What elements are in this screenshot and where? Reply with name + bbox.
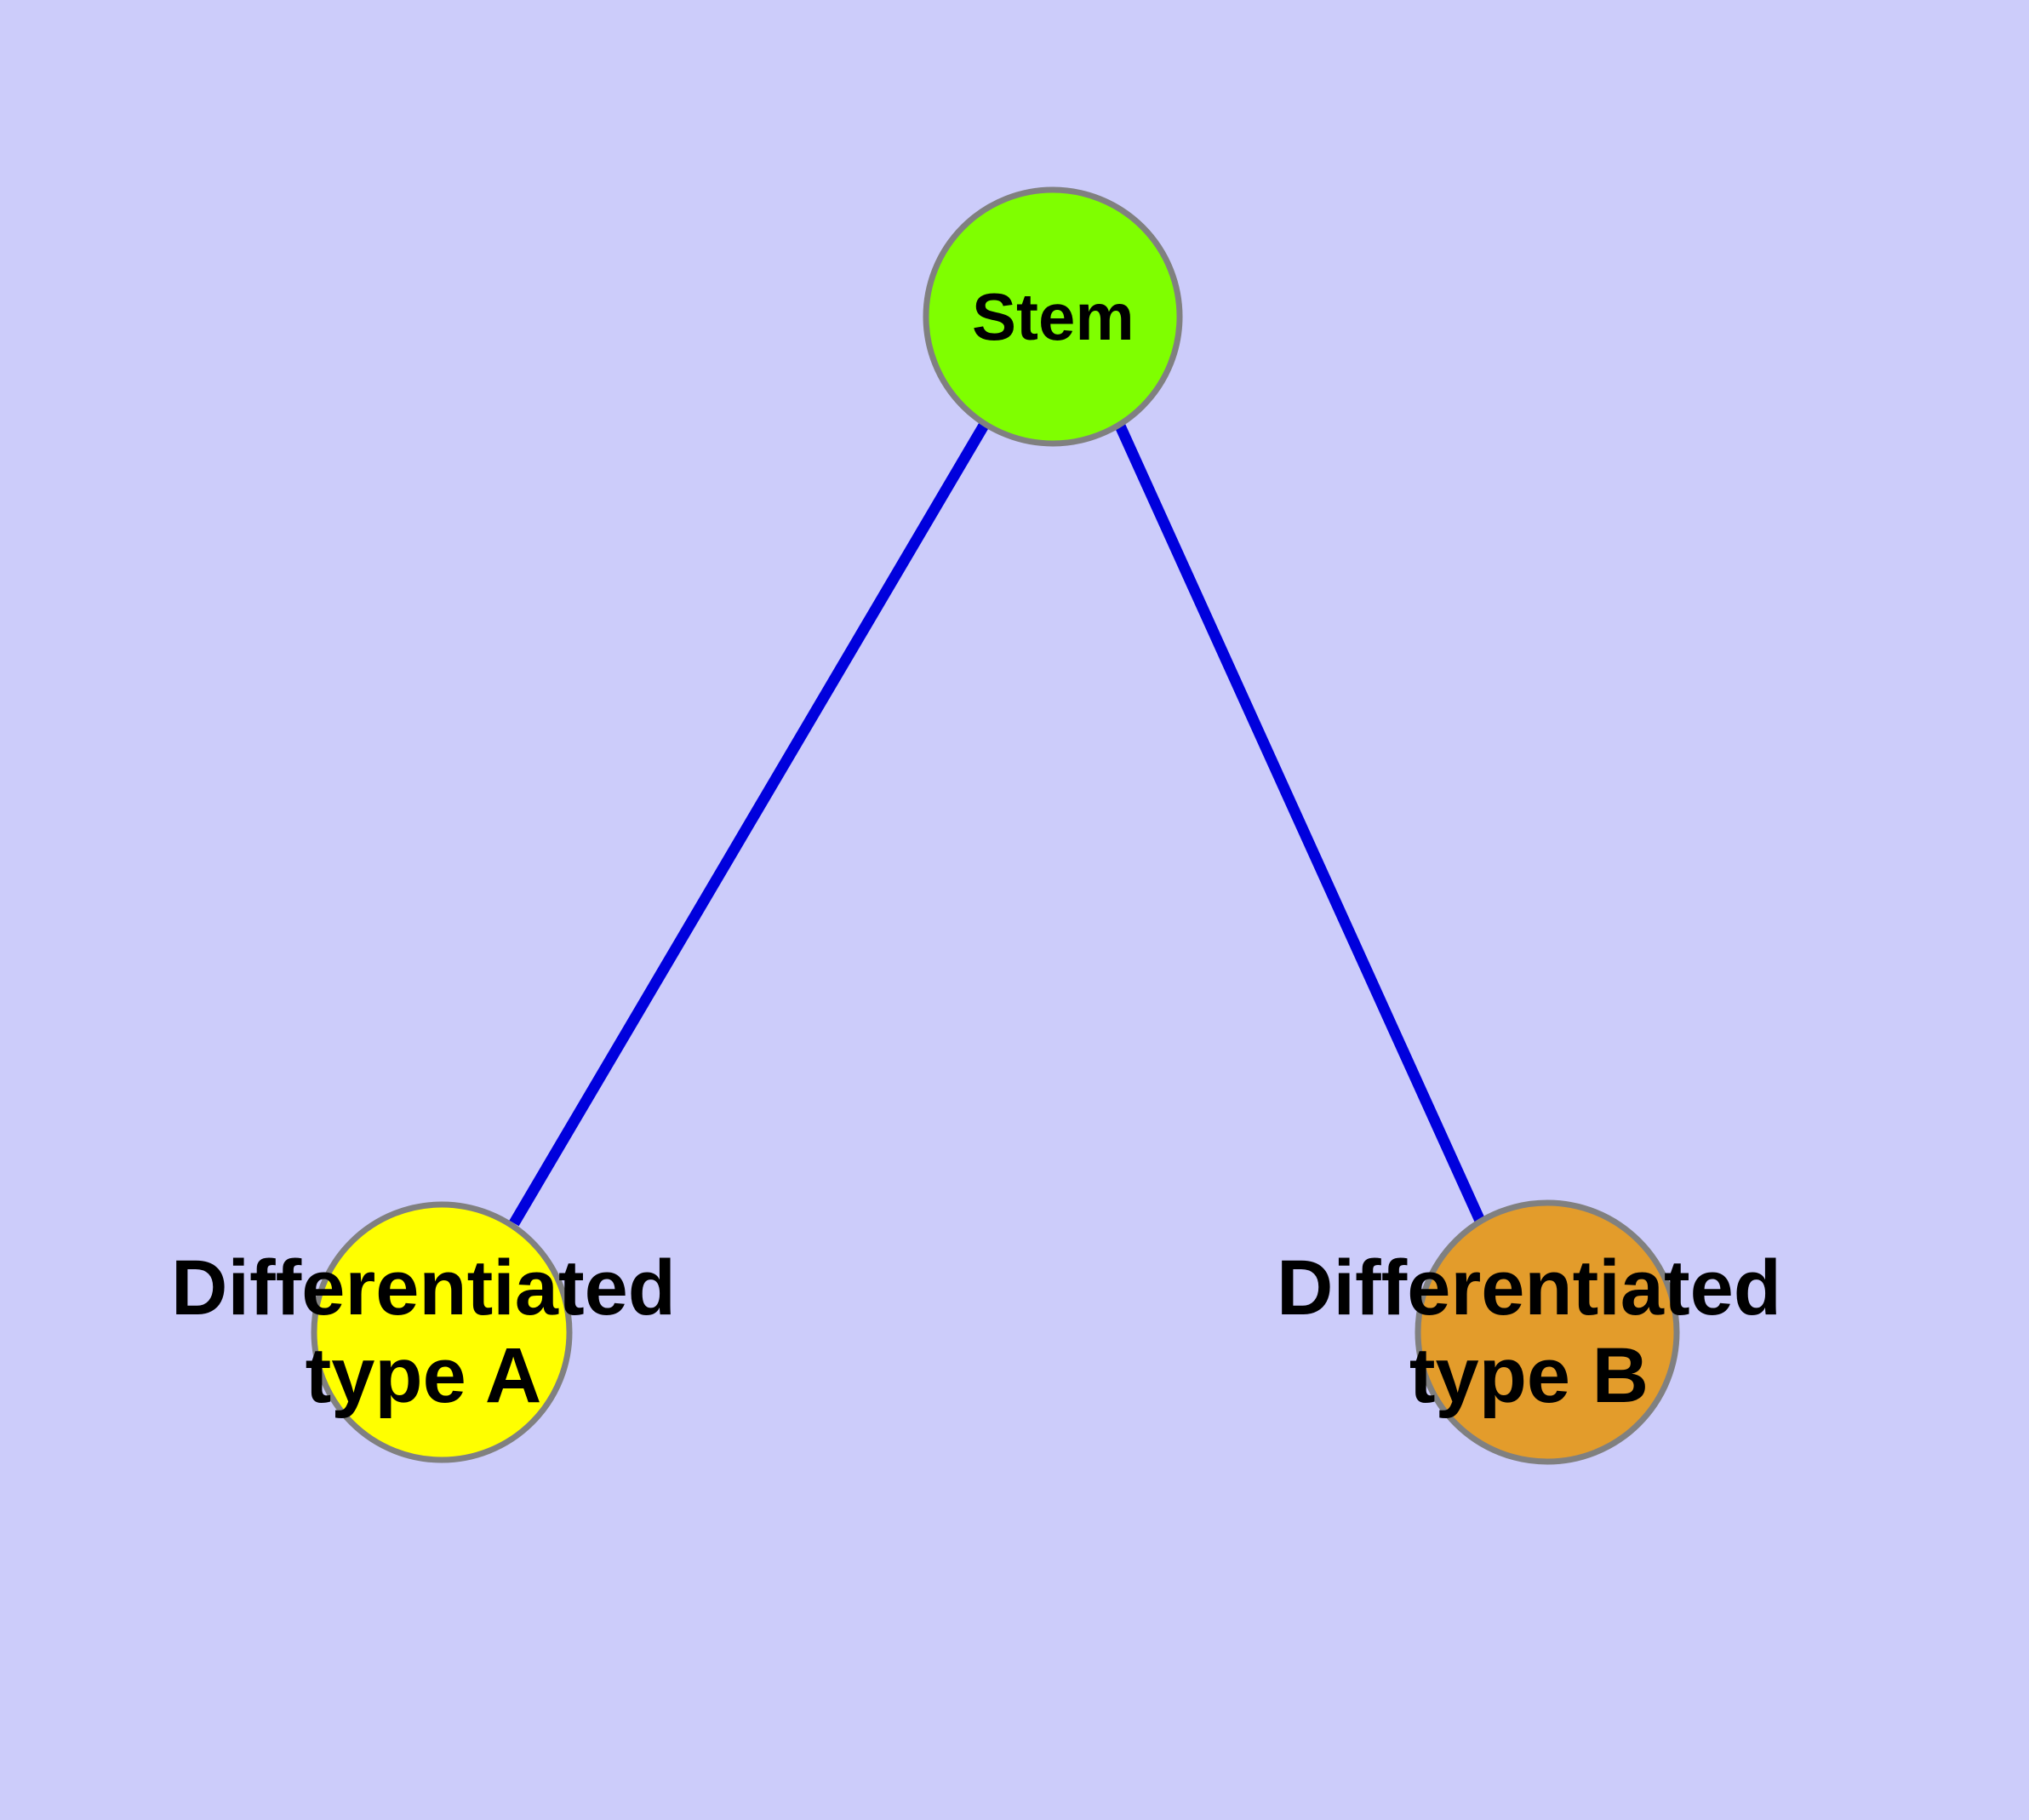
edges-group — [509, 421, 1485, 1227]
graph-edge-stem-to-diff-b — [1114, 421, 1485, 1223]
graph-node-diff-a[interactable] — [311, 1201, 573, 1463]
graph-edge-stem-to-diff-a — [509, 421, 990, 1227]
graph-node-stem[interactable] — [923, 186, 1183, 447]
graph-node-diff-b[interactable] — [1415, 1199, 1680, 1465]
nodes-group — [311, 186, 1680, 1465]
